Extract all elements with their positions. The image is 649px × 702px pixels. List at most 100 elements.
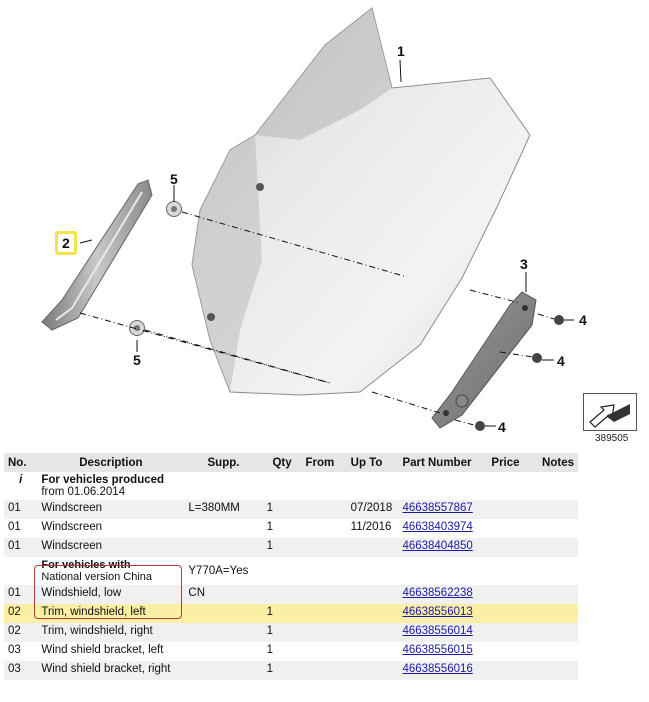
row-from	[301, 661, 347, 680]
row-from	[301, 519, 347, 538]
row-no: 01	[4, 500, 38, 519]
col-no-header: No.	[4, 453, 38, 472]
table-row[interactable]: 02 Trim, windshield, right 1 46638556014	[4, 623, 578, 642]
callout-2-highlighted[interactable]: 2	[55, 231, 77, 255]
col-description-header: Description	[37, 453, 185, 472]
row-description: Windshield, low	[37, 585, 185, 604]
row-qty: 1	[262, 642, 302, 661]
callout-4[interactable]: 4	[557, 353, 565, 369]
bracket-right-part	[431, 291, 537, 429]
row-price	[487, 623, 539, 642]
row-price	[487, 642, 539, 661]
table-row[interactable]: 01 Windshield, low CN 46638562238	[4, 585, 578, 604]
table-row[interactable]: 03 Wind shield bracket, right 1 46638556…	[4, 661, 578, 680]
row-supp	[184, 623, 263, 642]
row-supp	[184, 661, 263, 680]
info-icon: i	[4, 472, 38, 500]
row-from	[301, 623, 347, 642]
callout-5[interactable]: 5	[133, 352, 141, 368]
part-number-link[interactable]: 46638556014	[402, 625, 473, 637]
col-qty-header: Qty	[262, 453, 302, 472]
row-upto	[346, 538, 399, 557]
col-from-header: From	[301, 453, 347, 472]
row-supp	[184, 642, 263, 661]
leader-lines	[79, 59, 574, 427]
part-number-link[interactable]: 46638556013	[402, 606, 473, 618]
trim-left-part	[41, 179, 153, 331]
row-upto	[346, 642, 399, 661]
part-number-link[interactable]: 46638562238	[402, 587, 473, 599]
part-number-link[interactable]: 46638404850	[402, 540, 473, 552]
info-subtitle: from 01.06.2014	[41, 486, 126, 498]
row-qty: 1	[262, 519, 302, 538]
callout-3[interactable]: 3	[520, 256, 528, 272]
row-from	[301, 642, 347, 661]
row-from	[301, 538, 347, 557]
row-price	[487, 519, 539, 538]
row-notes	[538, 585, 578, 604]
table-row[interactable]: 01 Windscreen 1 11/2016 46638403974	[4, 519, 578, 538]
row-notes	[538, 623, 578, 642]
row-notes	[538, 519, 578, 538]
table-row[interactable]: 03 Wind shield bracket, left 1 466385560…	[4, 642, 578, 661]
row-supp	[184, 519, 263, 538]
condition-supp: Y770A=Yes	[184, 557, 578, 585]
row-no: 02	[4, 623, 38, 642]
assembly-lines	[79, 211, 555, 426]
condition-row: For vehicles with National version China…	[4, 557, 578, 585]
col-upto-header: Up To	[346, 453, 399, 472]
info-row: i For vehicles produced from 01.06.2014	[4, 472, 578, 500]
table-row[interactable]: 01 Windscreen 1 46638404850	[4, 538, 578, 557]
col-notes-header: Notes	[538, 453, 578, 472]
row-no: 03	[4, 661, 38, 680]
row-qty: 1	[262, 604, 302, 623]
condition-subtitle: National version China	[41, 571, 153, 583]
part-number-link[interactable]: 46638403974	[402, 521, 473, 533]
row-from	[301, 604, 347, 623]
row-supp	[184, 604, 263, 623]
row-supp: L=380MM	[184, 500, 263, 519]
callout-4[interactable]: 4	[579, 312, 587, 328]
row-qty: 1	[262, 500, 302, 519]
windscreen-part	[191, 7, 531, 396]
row-description: Windscreen	[37, 519, 185, 538]
row-description: Wind shield bracket, right	[37, 661, 185, 680]
row-qty: 1	[262, 623, 302, 642]
row-no: 01	[4, 585, 38, 604]
part-number-link[interactable]: 46638556015	[402, 644, 473, 656]
direction-reference-icon	[583, 393, 637, 431]
row-from	[301, 585, 347, 604]
row-price	[487, 585, 539, 604]
row-upto	[346, 604, 399, 623]
row-price	[487, 500, 539, 519]
row-supp: CN	[184, 585, 263, 604]
washer-lower	[129, 320, 145, 336]
part-number-link[interactable]: 46638557867	[402, 502, 473, 514]
table-header-row: No. Description Supp. Qty From Up To Par…	[4, 453, 578, 472]
parts-table: No. Description Supp. Qty From Up To Par…	[4, 453, 578, 680]
table-row[interactable]: 01 Windscreen L=380MM 1 07/2018 46638557…	[4, 500, 578, 519]
row-upto	[346, 623, 399, 642]
row-no: 02	[4, 604, 38, 623]
nut-2	[532, 353, 542, 363]
nut-1	[554, 315, 564, 325]
table-row-selected[interactable]: 02 Trim, windshield, left 1 46638556013	[4, 604, 578, 623]
row-notes	[538, 661, 578, 680]
row-upto	[346, 585, 399, 604]
row-description: Trim, windshield, left	[37, 604, 185, 623]
callout-1[interactable]: 1	[397, 43, 405, 59]
part-number-link[interactable]: 46638556016	[402, 663, 473, 675]
row-no: 03	[4, 642, 38, 661]
row-qty: 1	[262, 661, 302, 680]
row-description: Wind shield bracket, left	[37, 642, 185, 661]
row-qty: 1	[262, 538, 302, 557]
row-notes	[538, 500, 578, 519]
row-price	[487, 538, 539, 557]
row-notes	[538, 642, 578, 661]
row-notes	[538, 538, 578, 557]
callout-4[interactable]: 4	[498, 419, 506, 435]
row-no: 01	[4, 519, 38, 538]
callout-5[interactable]: 5	[170, 171, 178, 187]
col-supp-header: Supp.	[184, 453, 263, 472]
row-notes	[538, 604, 578, 623]
